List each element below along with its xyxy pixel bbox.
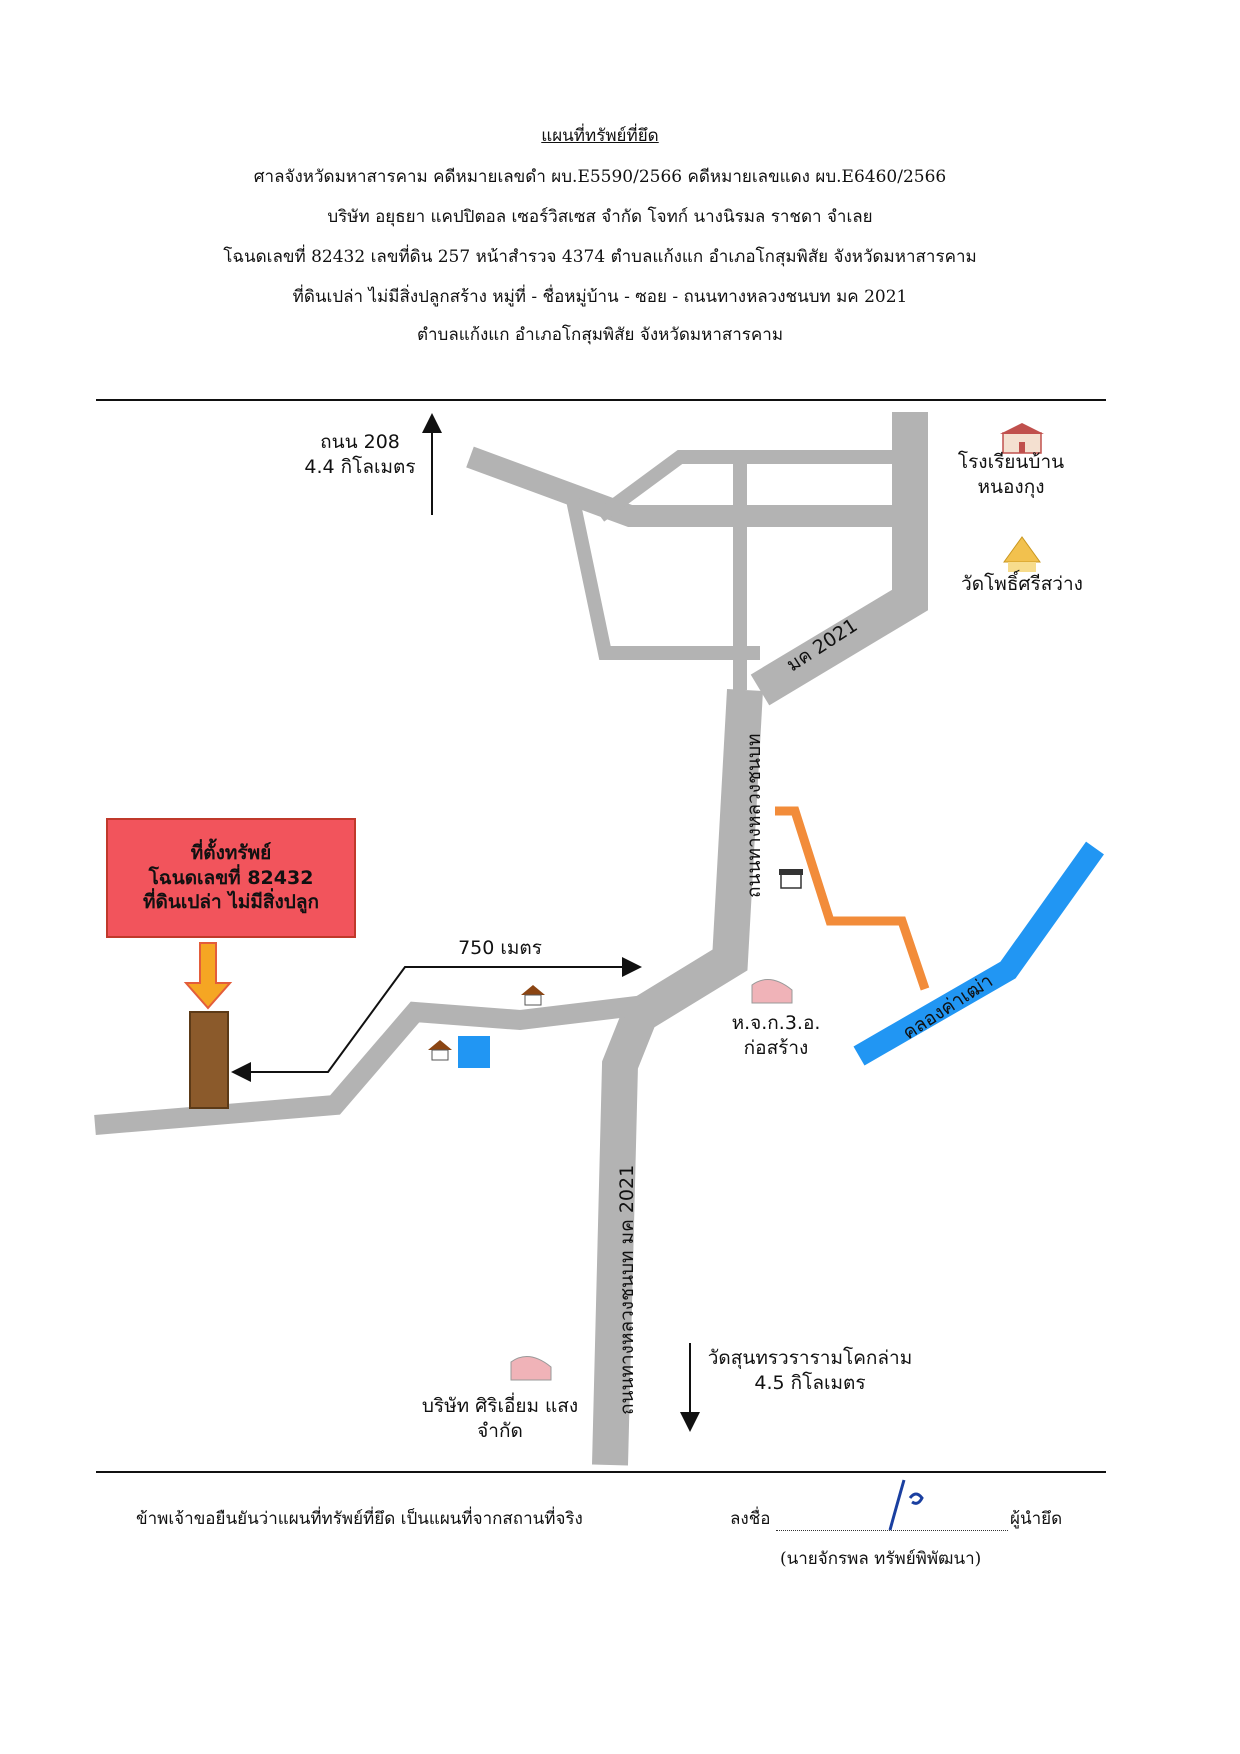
property-plot xyxy=(189,1011,229,1109)
sign-label: ลงชื่อ xyxy=(730,1509,771,1529)
signature-mark xyxy=(888,1479,924,1531)
road-east-branch xyxy=(750,412,928,706)
land-line: ที่ดินเปล่า ไม่มีสิ่งปลูกสร้าง หมู่ที่ -… xyxy=(292,287,908,307)
shop-label: ห.จ.ก.3.อ. ก่อสร้าง xyxy=(731,1012,821,1059)
confirmation-statement: ข้าพเจ้าขอยืนยันว่าแผนที่ทรัพย์ที่ยึด เป… xyxy=(136,1509,583,1529)
top-rule xyxy=(96,399,1106,401)
case-line: ศาลจังหวัดมหาสารคาม คดีหมายเลขดำ ผบ.E559… xyxy=(253,167,947,187)
signer-name: (นายจักรพล ทรัพย์พิพัฒนา) xyxy=(780,1549,982,1569)
bottom-rule xyxy=(96,1471,1106,1473)
location-line: ตำบลแก้งแก อำเภอโกสุมพิสัย จังหวัดมหาสาร… xyxy=(416,325,784,345)
orange-road xyxy=(775,806,930,991)
canal-label: คลองค่าเฒ่า xyxy=(899,970,997,1044)
pond xyxy=(458,1036,490,1068)
distance-label: 750 เมตร xyxy=(458,937,542,959)
deed-line: โฉนดเลขที่ 82432 เลขที่ดิน 257 หน้าสำรวจ… xyxy=(223,247,977,267)
property-callout: ที่ตั้งทรัพย์ โฉนดเลขที่ 82432 ที่ดินเปล… xyxy=(106,818,356,938)
road-west-loop xyxy=(566,498,760,660)
road-label-lower: ถนนทางหลวงชนบท มค 2021 xyxy=(616,1165,638,1415)
company-label: บริษัท ศิริเอี่ยม แสง จำกัด xyxy=(421,1395,579,1442)
temple-icon xyxy=(1003,536,1041,572)
road-property-access xyxy=(94,995,647,1135)
shop-icon xyxy=(779,869,803,889)
school-label: โรงเรียนบ้าน หนองกุง xyxy=(957,451,1065,498)
distance-path-arrow-icon xyxy=(231,966,632,1082)
north-road-label: ถนน 208 4.4 กิโลเมตร xyxy=(304,431,416,478)
road-upper-loop xyxy=(595,450,920,522)
house-icon xyxy=(428,1040,452,1061)
house-icon xyxy=(521,985,545,1006)
road-label-vertical: ถนนทางหลวงชนบท xyxy=(743,733,765,898)
signature-line xyxy=(776,1530,1008,1531)
road-upper-connector xyxy=(466,446,910,527)
signer-role: ผู้นำยึด xyxy=(1010,1509,1063,1529)
page-title: แผนที่ทรัพย์ที่ยึด xyxy=(541,126,659,146)
parties-line: บริษัท อยุธยา แคปปิตอล เซอร์วิสเซส จำกัด… xyxy=(327,207,873,227)
arrow-down-icon xyxy=(183,942,233,1010)
south-temple-label: วัดสุนทรวรารามโคกล่าม 4.5 กิโลเมตร xyxy=(707,1347,913,1394)
warehouse-icon xyxy=(510,1356,552,1381)
canal-khlong xyxy=(853,841,1104,1066)
school-icon xyxy=(1000,423,1044,454)
temple-label: วัดโพธิ์ศรีสว่าง xyxy=(961,573,1083,595)
warehouse-icon xyxy=(751,979,793,1004)
road-network xyxy=(94,412,928,1466)
